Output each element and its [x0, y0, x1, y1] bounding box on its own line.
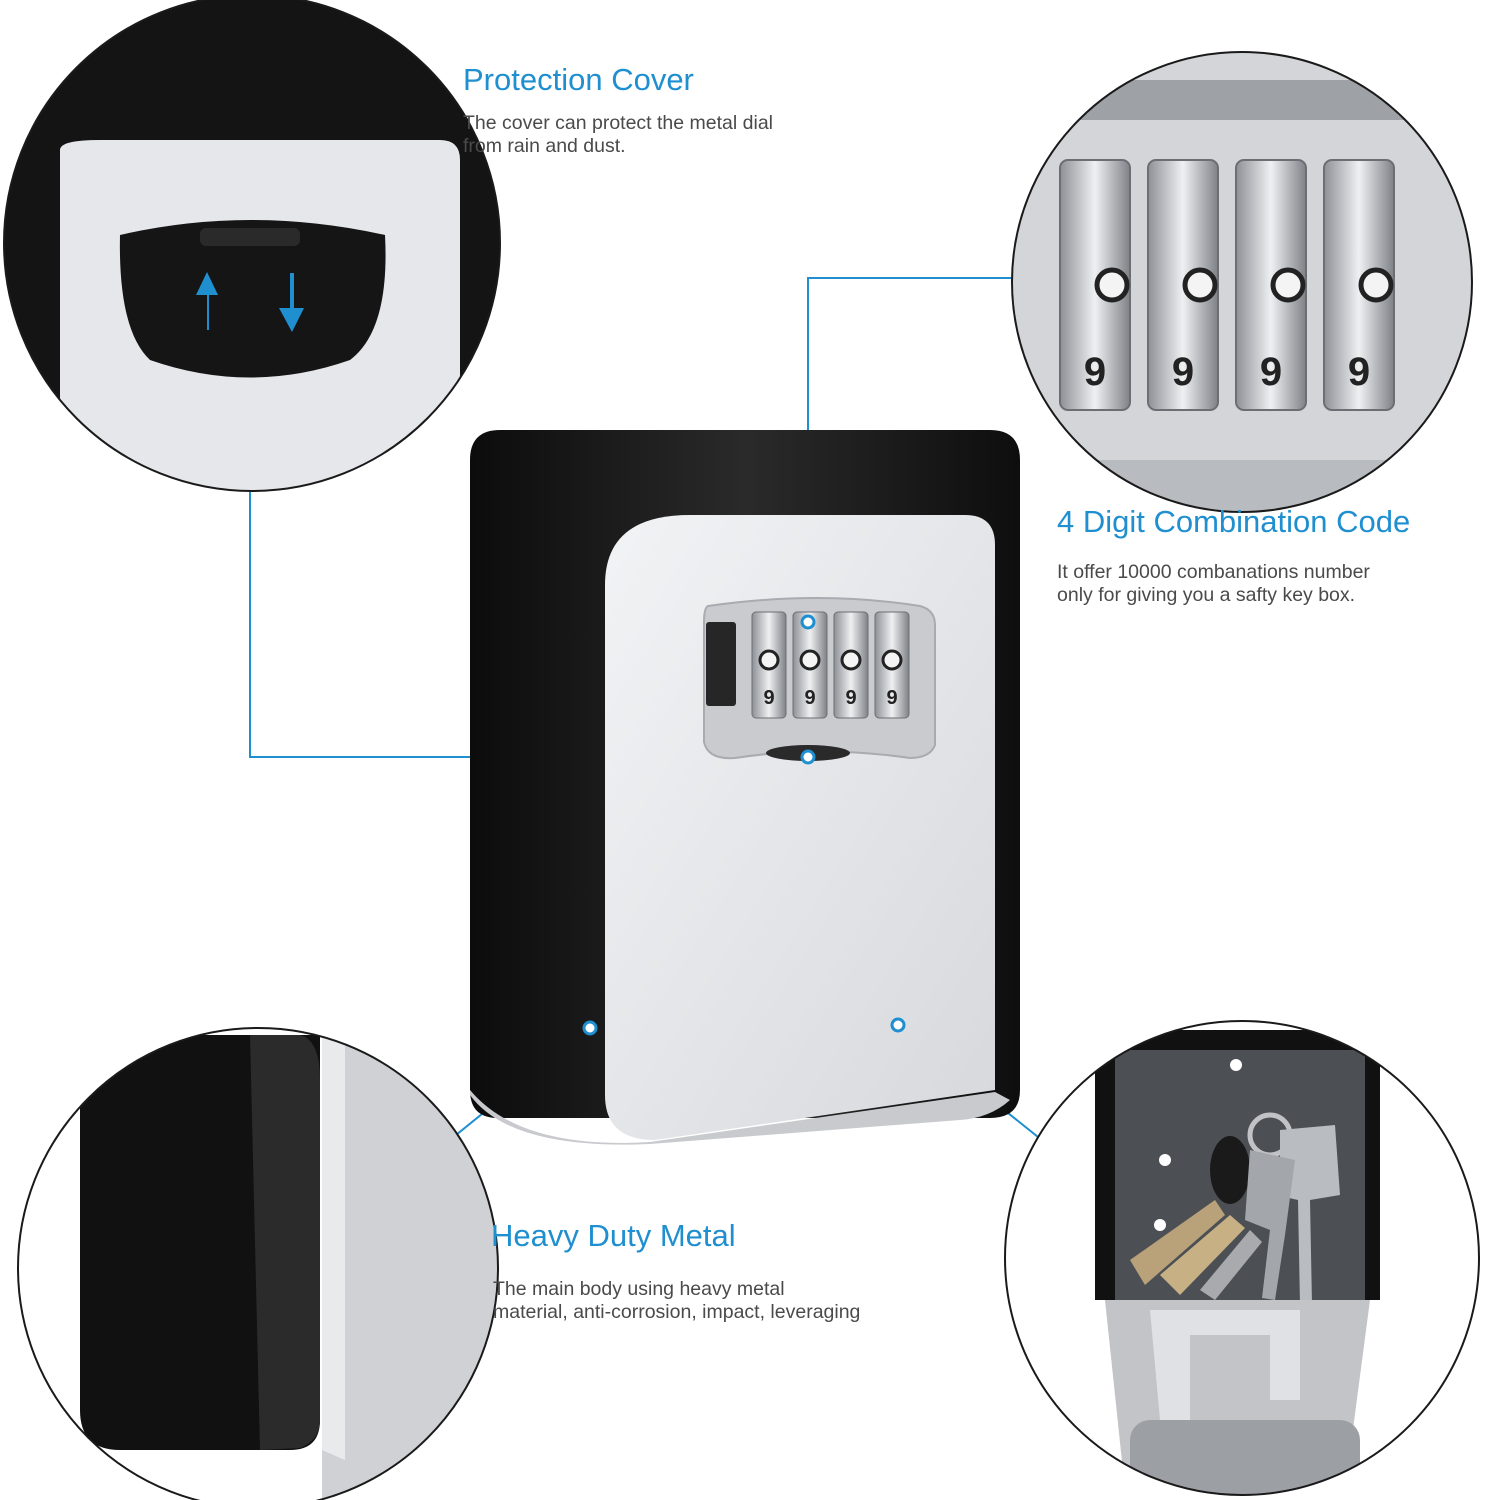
interior-keys-closeup: [1004, 1020, 1480, 1496]
heavy-duty-metal-line-2: material, anti-corrosion, impact, levera…: [493, 1301, 861, 1323]
dial-wheel-3: 9: [833, 611, 869, 719]
svg-text:9: 9: [804, 687, 815, 709]
combination-code-line-1: It offer 10000 combanations number: [1057, 561, 1370, 583]
box-silver-bottom: [470, 1090, 1010, 1145]
dot-interior: [890, 1017, 906, 1033]
protection-cover-closeup: [3, 0, 501, 492]
svg-text:9: 9: [1260, 350, 1282, 394]
svg-text:9: 9: [763, 687, 774, 709]
closeup-dial-3: 9: [1235, 159, 1307, 411]
closeup-dial-1: 9: [1059, 159, 1131, 411]
dial-wheel-2: 9: [792, 611, 828, 719]
closeup-dial-2: 9: [1147, 159, 1219, 411]
protection-cover-title: Protection Cover: [463, 62, 694, 97]
protection-cover-description: The cover can protect the metal dial fro…: [463, 112, 773, 158]
combination-code-line-2: only for giving you a safty key box.: [1057, 584, 1356, 606]
metal-corner-closeup: [17, 1027, 499, 1500]
dot-combination: [800, 614, 816, 630]
down-arrow-icon: [279, 273, 304, 332]
dials-closeup: 9 9 9 9: [1011, 51, 1473, 513]
svg-text:9: 9: [1348, 350, 1370, 394]
svg-text:9: 9: [845, 687, 856, 709]
combination-code-title: 4 Digit Combination Code: [1057, 504, 1411, 539]
heavy-duty-metal-description: The main body using heavy metal material…: [493, 1278, 860, 1324]
dial-wheels: 9 9 9 9: [751, 611, 910, 719]
svg-text:9: 9: [1084, 350, 1106, 394]
protection-cover-line-1: The cover can protect the metal dial: [463, 112, 773, 134]
up-arrow-icon: [196, 272, 218, 330]
release-button: [706, 622, 736, 706]
callout-dots: [582, 614, 906, 1036]
svg-text:9: 9: [1172, 350, 1194, 394]
heavy-duty-metal-line-1: The main body using heavy metal: [493, 1278, 785, 1300]
dial-wheel-1: 9: [751, 611, 787, 719]
combination-code-description: It offer 10000 combanations number only …: [1057, 561, 1370, 607]
protection-cover-line-2: from rain and dust.: [463, 135, 626, 157]
dial-wheel-4: 9: [874, 611, 910, 719]
dot-metal: [582, 1020, 598, 1036]
heavy-duty-metal-title: Heavy Duty Metal: [491, 1218, 736, 1253]
svg-text:9: 9: [886, 687, 897, 709]
closeup-dial-4: 9: [1323, 159, 1395, 411]
dot-protection: [800, 749, 816, 765]
lock-box: 9 9 9 9: [470, 430, 1020, 1145]
